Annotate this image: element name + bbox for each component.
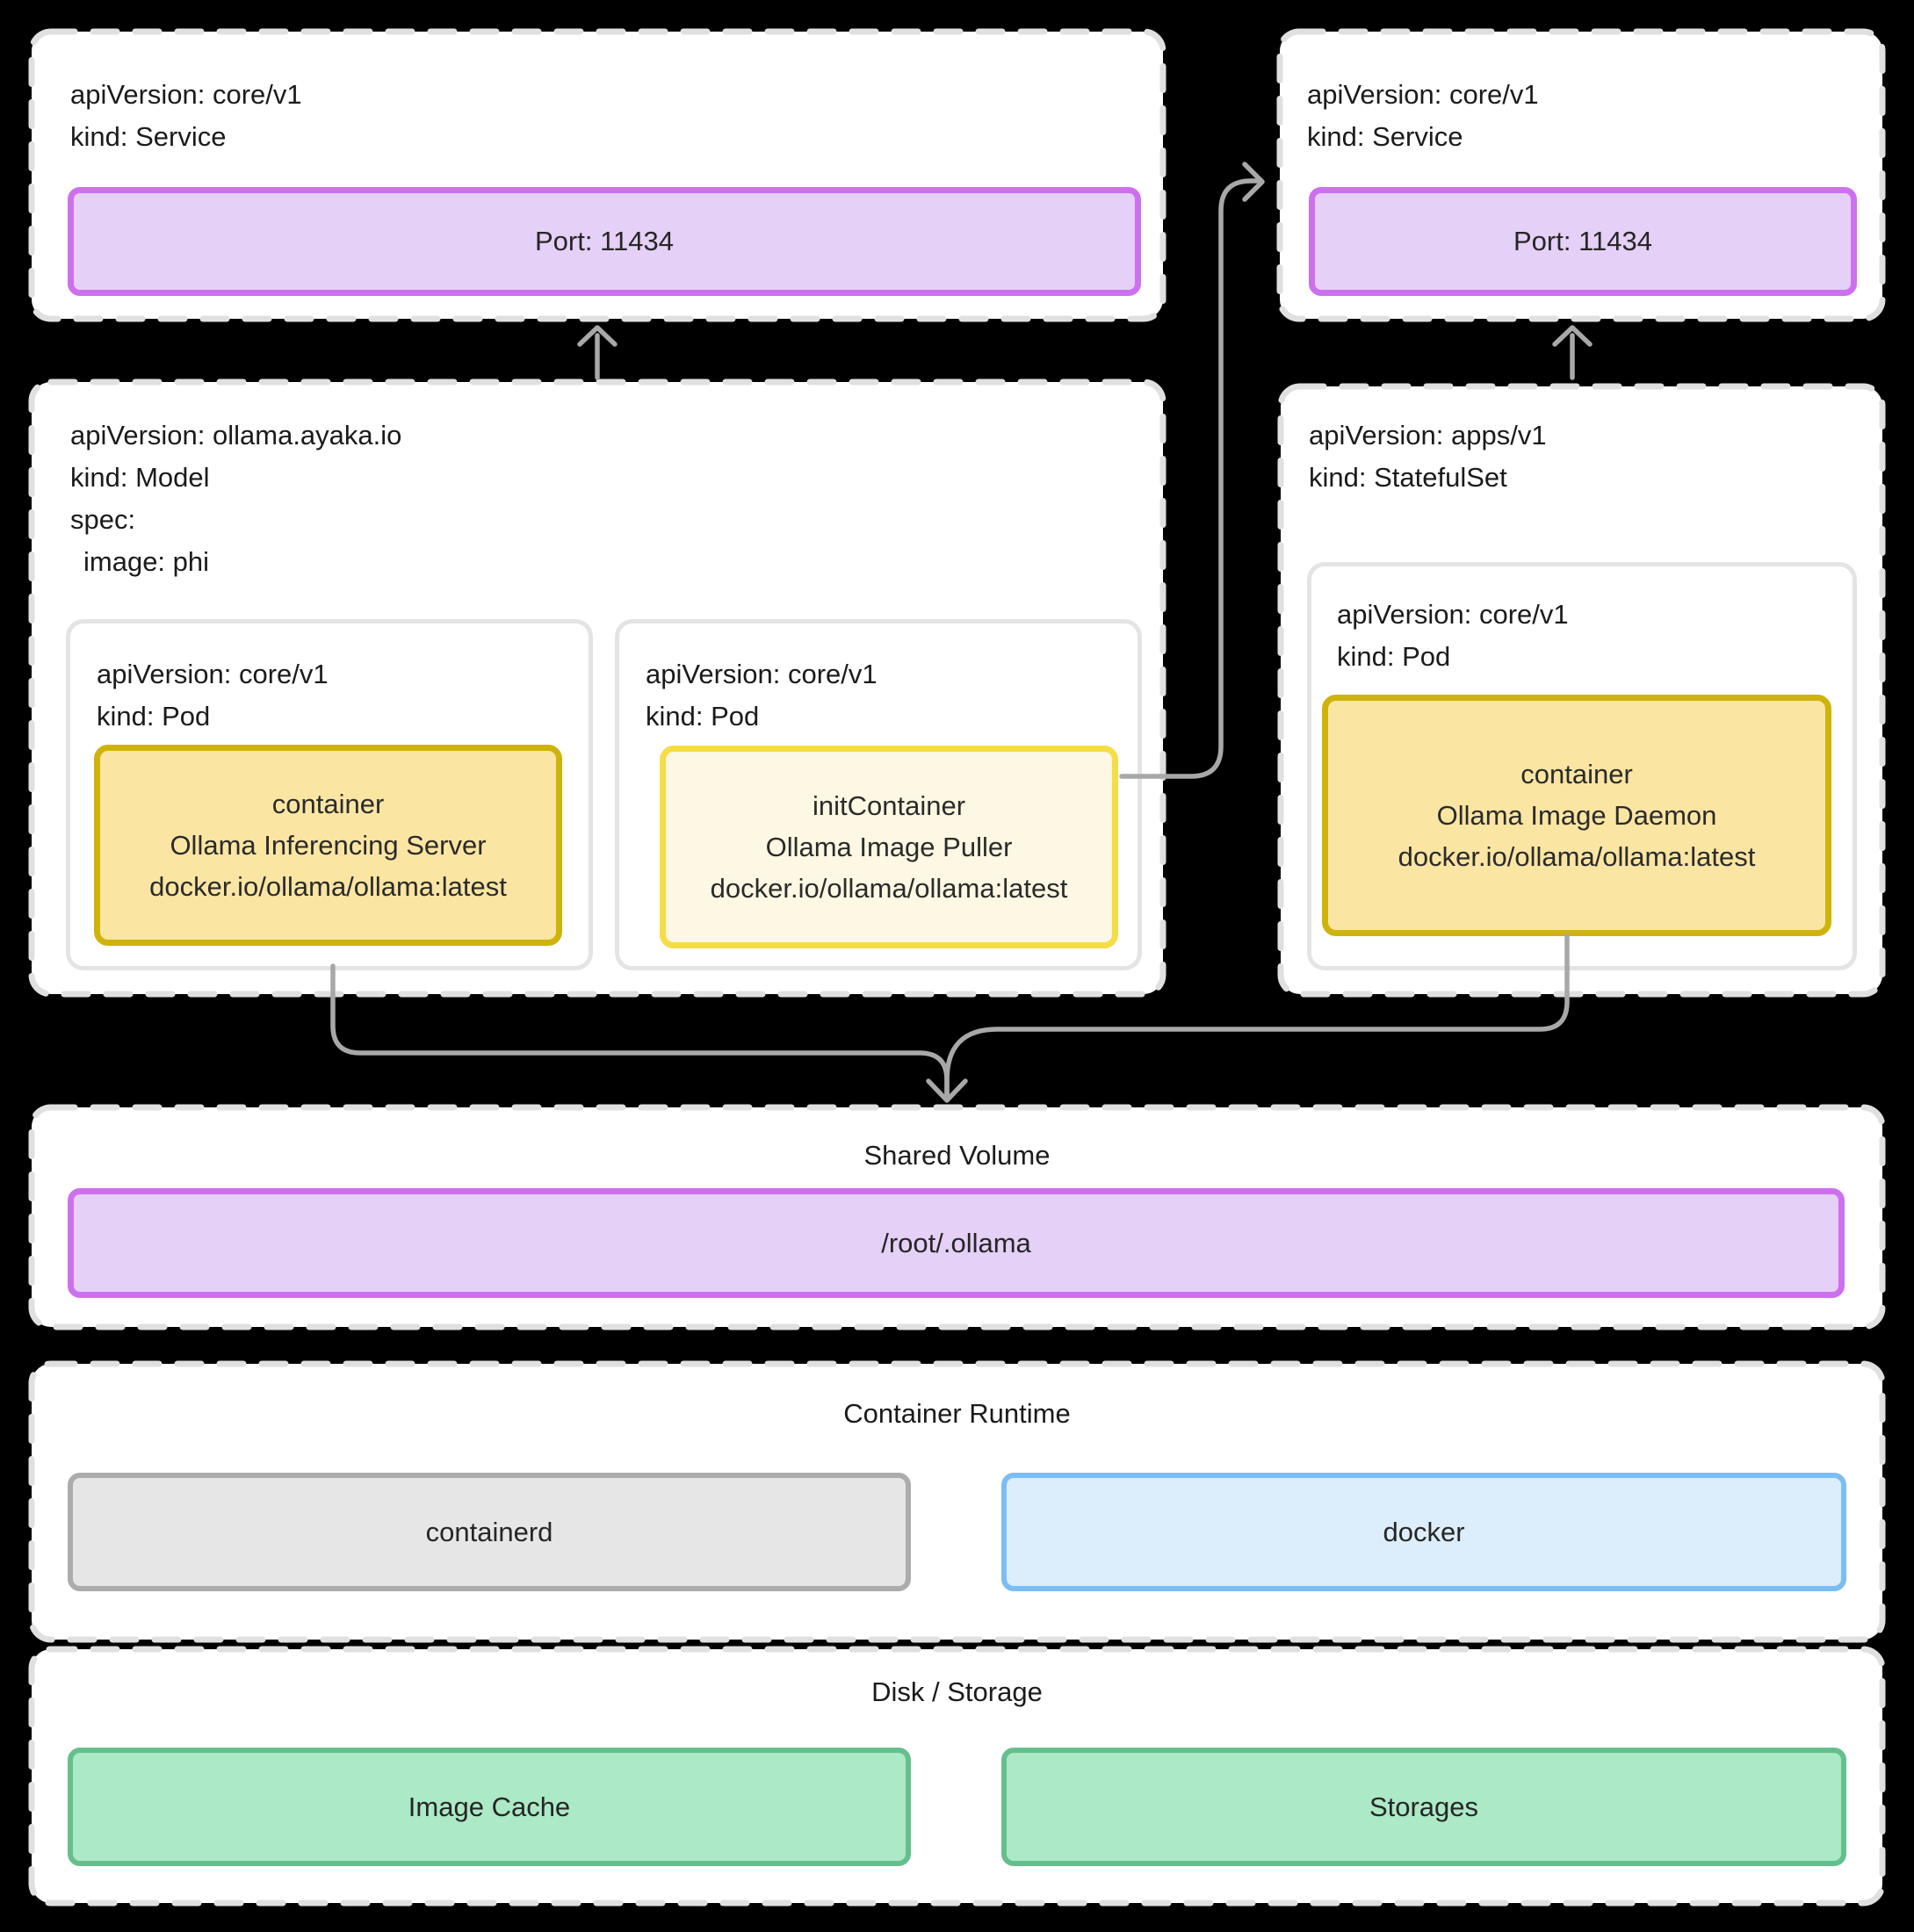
pod-init-kind: kind: Pod — [646, 701, 760, 732]
service-left-header: apiVersion: core/v1 kind: Service — [70, 74, 302, 158]
service-left-port-bar: Port: 11434 — [68, 187, 1141, 296]
statefulset-header: apiVersion: apps/v1 kind: StatefulSet — [1309, 415, 1547, 499]
shared-volume-path: /root/.ollama — [881, 1227, 1031, 1258]
pod-inference-apiversion: apiVersion: core/v1 — [97, 659, 329, 689]
model-apiversion: apiVersion: ollama.ayaka.io — [70, 420, 402, 451]
container-runtime-title: Container Runtime — [843, 1398, 1071, 1429]
containerd-label: containerd — [425, 1516, 553, 1547]
statefulset-kind: kind: StatefulSet — [1309, 462, 1507, 493]
image-cache-label: Image Cache — [408, 1791, 571, 1822]
service-right-kind: kind: Service — [1307, 121, 1463, 152]
container-image-daemon-role: container — [1520, 759, 1633, 789]
container-image-puller: initContainer Ollama Image Puller docker… — [660, 746, 1118, 948]
disk-storage-title: Disk / Storage — [871, 1676, 1043, 1707]
storages-bar: Storages — [1001, 1748, 1846, 1866]
container-inference-server: container Ollama Inferencing Server dock… — [94, 745, 562, 946]
statefulset-apiversion: apiVersion: apps/v1 — [1309, 420, 1547, 451]
model-spec: spec: — [70, 504, 136, 535]
container-inference-role: container — [271, 789, 385, 819]
container-image-puller-image: docker.io/ollama/ollama:latest — [710, 873, 1068, 904]
pod-daemon-apiversion: apiVersion: core/v1 — [1337, 599, 1569, 630]
service-right-apiversion: apiVersion: core/v1 — [1307, 79, 1539, 110]
shared-volume-title: Shared Volume — [863, 1140, 1051, 1171]
container-image-puller-name: Ollama Image Puller — [765, 832, 1013, 862]
service-left-apiversion: apiVersion: core/v1 — [70, 79, 302, 110]
pod-inference-kind: kind: Pod — [97, 701, 211, 732]
container-inference-image: docker.io/ollama/ollama:latest — [149, 871, 507, 902]
image-cache-bar: Image Cache — [68, 1748, 911, 1866]
service-left-port-label: Port: 11434 — [535, 226, 674, 256]
model-header: apiVersion: ollama.ayaka.io kind: Model … — [70, 415, 401, 583]
pod-init-apiversion: apiVersion: core/v1 — [646, 659, 878, 689]
pod-daemon-header: apiVersion: core/v1 kind: Pod — [1337, 594, 1569, 678]
containerd-bar: containerd — [68, 1473, 911, 1591]
pod-inference-header: apiVersion: core/v1 kind: Pod — [97, 653, 329, 738]
container-image-puller-role: initContainer — [812, 790, 966, 821]
pod-init-header: apiVersion: core/v1 kind: Pod — [646, 653, 878, 738]
service-right-port-bar: Port: 11434 — [1309, 187, 1857, 296]
docker-bar: docker — [1001, 1473, 1846, 1591]
container-image-daemon: container Ollama Image Daemon docker.io/… — [1322, 695, 1831, 936]
docker-label: docker — [1383, 1516, 1465, 1547]
service-left-kind: kind: Service — [70, 121, 227, 152]
shared-volume-path-bar: /root/.ollama — [68, 1188, 1845, 1298]
container-image-daemon-name: Ollama Image Daemon — [1436, 800, 1717, 831]
model-spec-image: image: phi — [83, 546, 210, 577]
container-inference-name: Ollama Inferencing Server — [170, 830, 487, 861]
service-right-header: apiVersion: core/v1 kind: Service — [1307, 74, 1539, 158]
storages-label: Storages — [1369, 1791, 1479, 1822]
pod-daemon-kind: kind: Pod — [1337, 641, 1451, 672]
service-right-port-label: Port: 11434 — [1513, 226, 1652, 256]
container-image-daemon-image: docker.io/ollama/ollama:latest — [1398, 841, 1756, 872]
model-kind: kind: Model — [70, 462, 210, 493]
